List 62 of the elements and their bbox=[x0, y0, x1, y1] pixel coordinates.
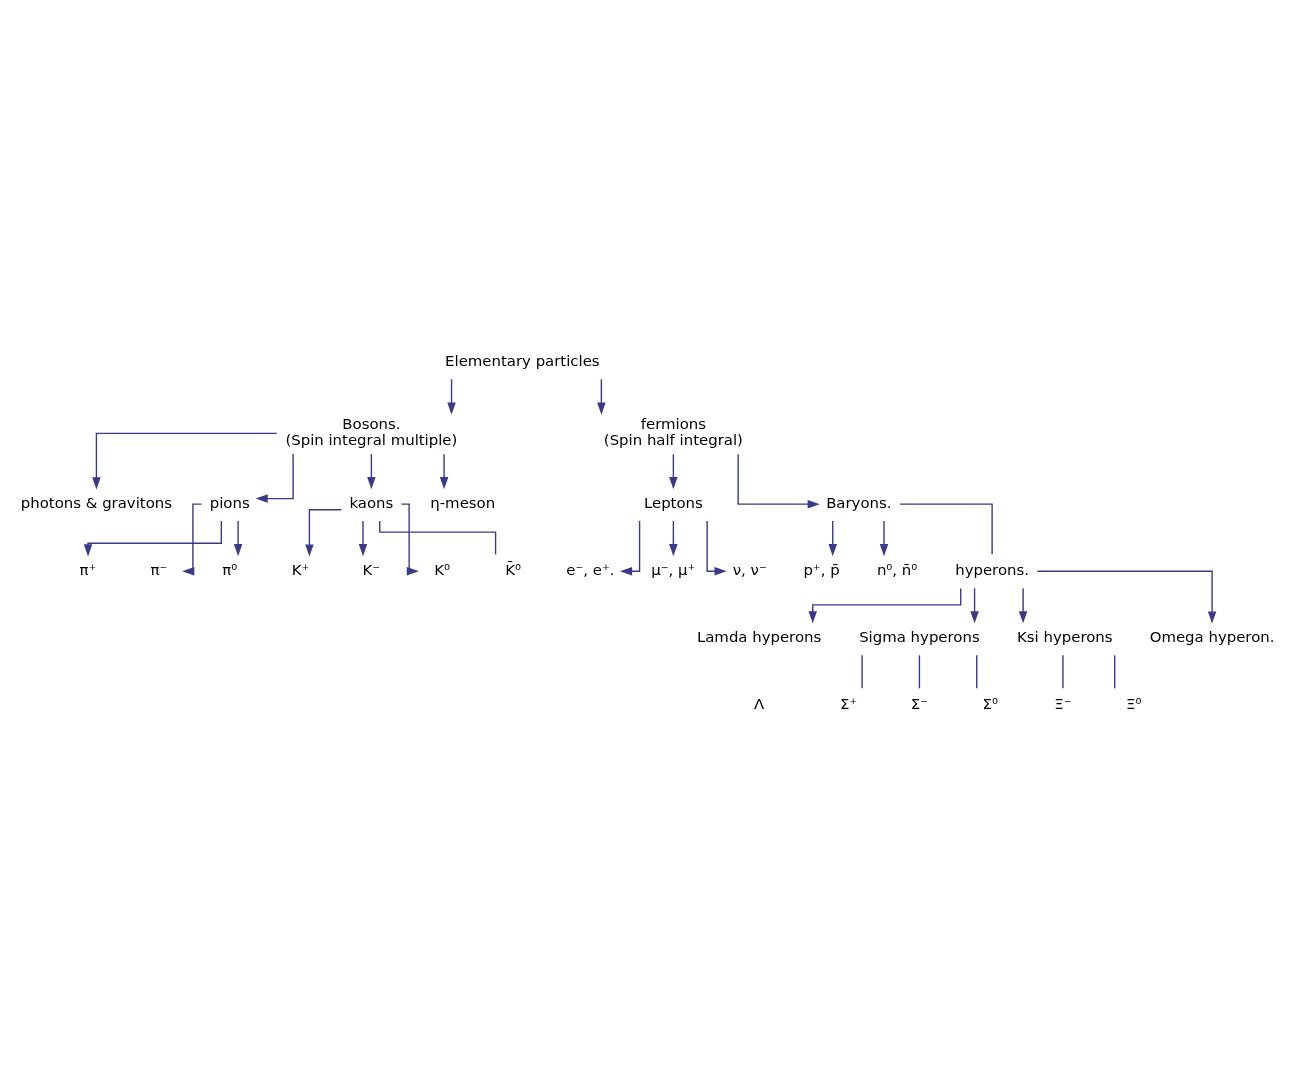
connector bbox=[1114, 654, 1116, 690]
arrow bbox=[439, 453, 449, 490]
arrow bbox=[305, 509, 343, 557]
node-text: Sigma hyperons bbox=[859, 627, 980, 646]
node-text: hyperons. bbox=[955, 560, 1030, 579]
arrow bbox=[879, 520, 889, 557]
node-text: fermions (Spin half integral) bbox=[603, 414, 743, 450]
connector bbox=[1062, 654, 1064, 690]
node-text: K⁺ bbox=[291, 560, 310, 579]
node-text: Σ⁻ bbox=[910, 695, 929, 714]
node-text: K⁻ bbox=[362, 560, 381, 579]
arrow bbox=[597, 378, 606, 415]
arrow bbox=[669, 453, 678, 490]
node-text: π⁻ bbox=[150, 560, 168, 579]
arrow bbox=[255, 453, 294, 503]
node-text: μ⁻, μ⁺ bbox=[651, 560, 696, 579]
arrow bbox=[447, 378, 456, 415]
arrow bbox=[808, 587, 962, 624]
node-text: Lamda hyperons bbox=[696, 627, 822, 646]
node-text: π⁺ bbox=[79, 560, 97, 579]
arrow bbox=[828, 520, 837, 557]
arrow bbox=[182, 503, 203, 576]
arrow bbox=[669, 520, 678, 557]
node-text: Σ⁺ bbox=[839, 695, 858, 714]
connector bbox=[976, 654, 978, 690]
arrow bbox=[400, 503, 419, 576]
node-text: Ksi hyperons bbox=[1017, 627, 1113, 646]
node-text: K̄⁰ bbox=[505, 560, 521, 579]
node-text: photons & gravitons bbox=[20, 493, 173, 512]
connector bbox=[379, 520, 497, 556]
arrow bbox=[358, 520, 368, 557]
arrow bbox=[83, 520, 223, 557]
node-text: p⁺, p̄ bbox=[803, 560, 840, 579]
node-text: K⁰ bbox=[434, 560, 451, 579]
arrow bbox=[233, 520, 243, 557]
connector bbox=[861, 654, 863, 690]
arrow bbox=[1036, 570, 1217, 624]
node-text: Bosons. (Spin integral multiple) bbox=[285, 414, 458, 450]
connector bbox=[899, 503, 993, 556]
arrow bbox=[970, 587, 979, 624]
node-text: n⁰, n̄⁰ bbox=[876, 560, 918, 579]
node-text: e⁻, e⁺. bbox=[566, 560, 615, 579]
node-text: Baryons. bbox=[826, 493, 892, 512]
node-label: Λ bbox=[754, 695, 765, 714]
node-text: ν, ν⁻ bbox=[732, 560, 767, 579]
arrow bbox=[1018, 587, 1028, 624]
node-text: pions bbox=[209, 493, 250, 512]
node-text: Elementary particles bbox=[445, 352, 600, 371]
connector bbox=[918, 654, 921, 690]
node-text: π⁰ bbox=[222, 560, 238, 579]
node-text: Leptons bbox=[643, 493, 703, 512]
arrow bbox=[737, 453, 820, 509]
arrow bbox=[92, 432, 278, 490]
arrow bbox=[619, 520, 641, 576]
node-text: Σ⁰ bbox=[982, 695, 998, 714]
node-text: kaons bbox=[349, 493, 394, 512]
arrow bbox=[367, 453, 376, 490]
node-text: η-meson bbox=[430, 493, 496, 512]
node-text: Ξ⁻ bbox=[1054, 695, 1072, 714]
node-text: Ξ⁰ bbox=[1126, 695, 1142, 714]
node-text: Omega hyperon. bbox=[1149, 627, 1275, 646]
arrow bbox=[706, 520, 727, 576]
